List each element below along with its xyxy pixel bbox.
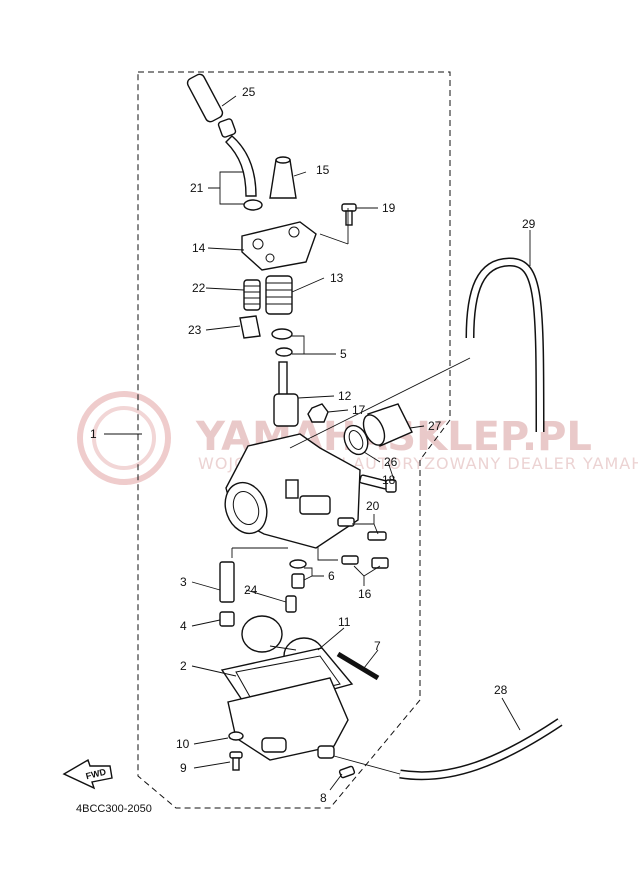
callout-1: 1	[90, 427, 97, 441]
callout-14: 14	[192, 241, 206, 255]
callout-7: 7	[374, 639, 381, 653]
callout-12: 12	[338, 389, 352, 403]
callout-11: 11	[338, 615, 351, 629]
callout-24: 24	[244, 583, 258, 597]
screw	[341, 203, 357, 226]
float-pin	[336, 651, 380, 681]
callout-26: 26	[384, 455, 398, 469]
callout-5: 5	[340, 347, 347, 361]
callout-2: 2	[180, 659, 187, 673]
callout-28: 28	[494, 683, 508, 697]
callout-labels: 25 21 15 19 14 13 22 23 5 12 17 27 1 26 …	[90, 85, 536, 805]
cable-adjuster	[186, 73, 237, 138]
spring-large	[265, 275, 293, 315]
intake-joint	[362, 403, 413, 447]
callout-10: 10	[176, 737, 190, 751]
callout-13: 13	[330, 271, 344, 285]
cable-guide-tube	[225, 135, 257, 197]
top-cover	[241, 221, 317, 271]
callout-3: 3	[180, 575, 187, 589]
callout-18: 18	[382, 473, 396, 487]
main-jet	[219, 611, 235, 627]
callout-9: 9	[180, 761, 187, 775]
callout-19: 19	[382, 201, 396, 215]
callout-21: 21	[190, 181, 204, 195]
idle-screw	[359, 474, 397, 493]
carburetor-body	[224, 433, 361, 549]
needle-jet	[219, 561, 235, 603]
callout-8: 8	[320, 791, 327, 805]
fwd-label: FWD	[85, 767, 108, 782]
throttle-valve	[273, 393, 299, 427]
callout-15: 15	[316, 163, 330, 177]
callout-22: 22	[192, 281, 206, 295]
callout-6: 6	[328, 569, 335, 583]
spring-small	[243, 279, 261, 311]
callout-16: 16	[358, 587, 372, 601]
fwd-arrow-icon: FWD	[62, 758, 113, 790]
leader-lines	[104, 95, 531, 791]
callout-17: 17	[352, 403, 366, 417]
rubber-cap	[269, 159, 297, 199]
assembly-boundary	[137, 71, 451, 809]
callout-4: 4	[180, 619, 187, 633]
needle-clip	[239, 315, 261, 339]
callout-29: 29	[522, 217, 536, 231]
callout-23: 23	[188, 323, 202, 337]
callout-20: 20	[366, 499, 380, 513]
callout-25: 25	[242, 85, 256, 99]
washer	[243, 199, 263, 211]
callout-27: 27	[428, 419, 442, 433]
vent-hose	[465, 257, 545, 433]
nut	[307, 403, 329, 423]
catalog-code: 4BCC300-2050	[76, 803, 152, 815]
